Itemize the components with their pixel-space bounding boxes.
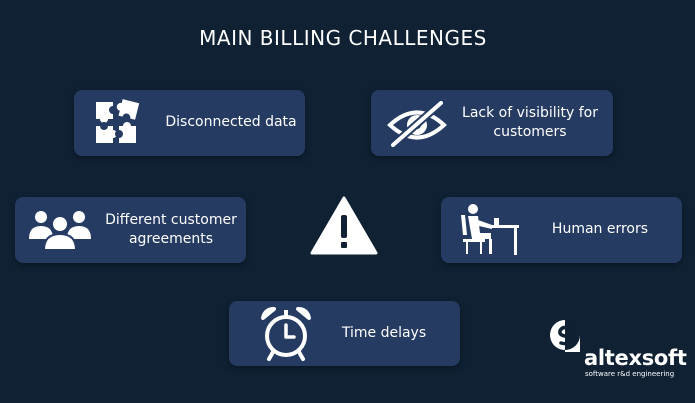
eye-crossed-icon bbox=[387, 99, 447, 152]
altexsoft-logo-icon bbox=[548, 318, 582, 358]
people-group-icon bbox=[27, 209, 93, 255]
person-at-desk-icon bbox=[459, 203, 521, 261]
challenge-card-disconnected-data: Disconnected data bbox=[74, 90, 305, 156]
challenge-card-human-errors: Human errors bbox=[441, 197, 682, 263]
brand-tagline: software r&d engineering bbox=[585, 370, 675, 378]
challenge-label: Time delays bbox=[341, 325, 427, 341]
challenge-label: Lack of visibility for customers bbox=[462, 105, 598, 140]
warning-triangle-icon bbox=[310, 195, 378, 261]
puzzle-icon bbox=[94, 97, 140, 151]
challenge-label: Different customer agreements bbox=[105, 212, 237, 247]
challenge-card-time-delays: Time delays bbox=[229, 301, 460, 366]
challenge-card-customer-agreements: Different customer agreements bbox=[15, 197, 246, 263]
challenge-card-lack-of-visibility: Lack of visibility for customers bbox=[371, 90, 613, 156]
brand-name: altexsoft bbox=[584, 346, 687, 370]
challenge-label: Disconnected data bbox=[165, 114, 297, 130]
alarm-clock-icon bbox=[259, 306, 313, 366]
diagram-title: MAIN BILLING CHALLENGES bbox=[199, 26, 487, 50]
challenge-label: Human errors bbox=[551, 221, 649, 237]
